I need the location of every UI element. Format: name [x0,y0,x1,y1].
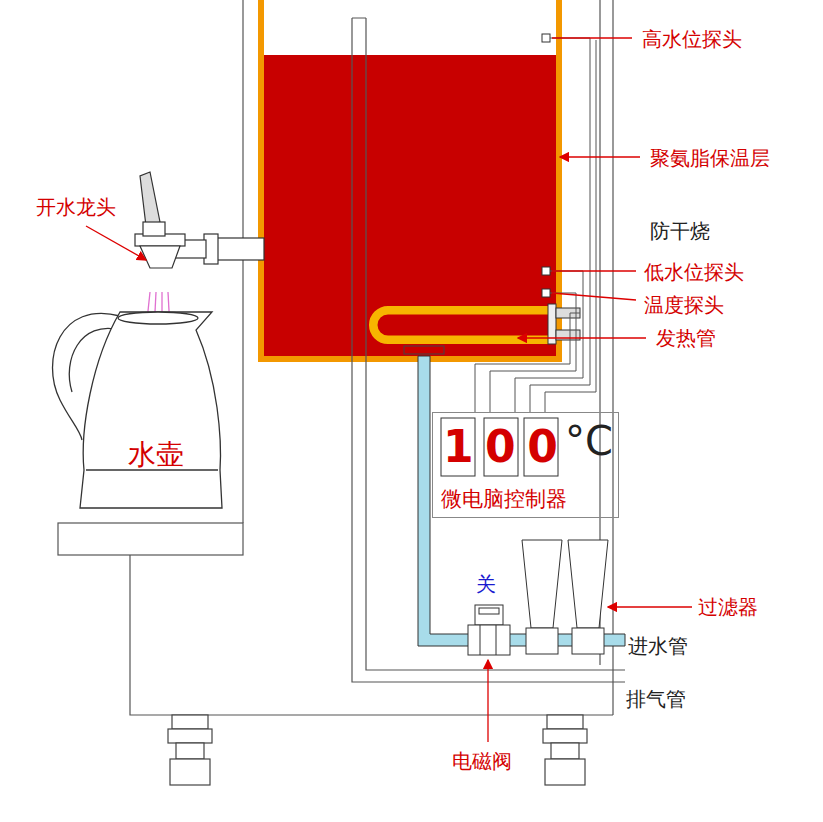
part-label: 电磁阀 [452,750,512,772]
controller-box: 100°C 微电脑控制器 [432,412,619,518]
part-label: 水壶 [128,440,184,471]
part-label: 排气管 [626,688,686,710]
part-label: 高水位探头 [642,28,742,50]
part-label: 开水龙头 [36,196,116,218]
part-label: 进水管 [628,635,688,657]
part-label: 过滤器 [698,596,758,618]
part-label: 发热管 [656,327,716,349]
part-label: 温度探头 [644,294,724,316]
controller-label: 微电脑控制器 [441,489,567,510]
part-label: 防干烧 [650,220,710,242]
part-label: 聚氨脂保温层 [650,147,770,169]
part-label: 关 [476,573,496,595]
temperature-display: 100 [443,425,569,469]
unit-label: °C [565,421,613,461]
part-label: 低水位探头 [644,261,744,283]
